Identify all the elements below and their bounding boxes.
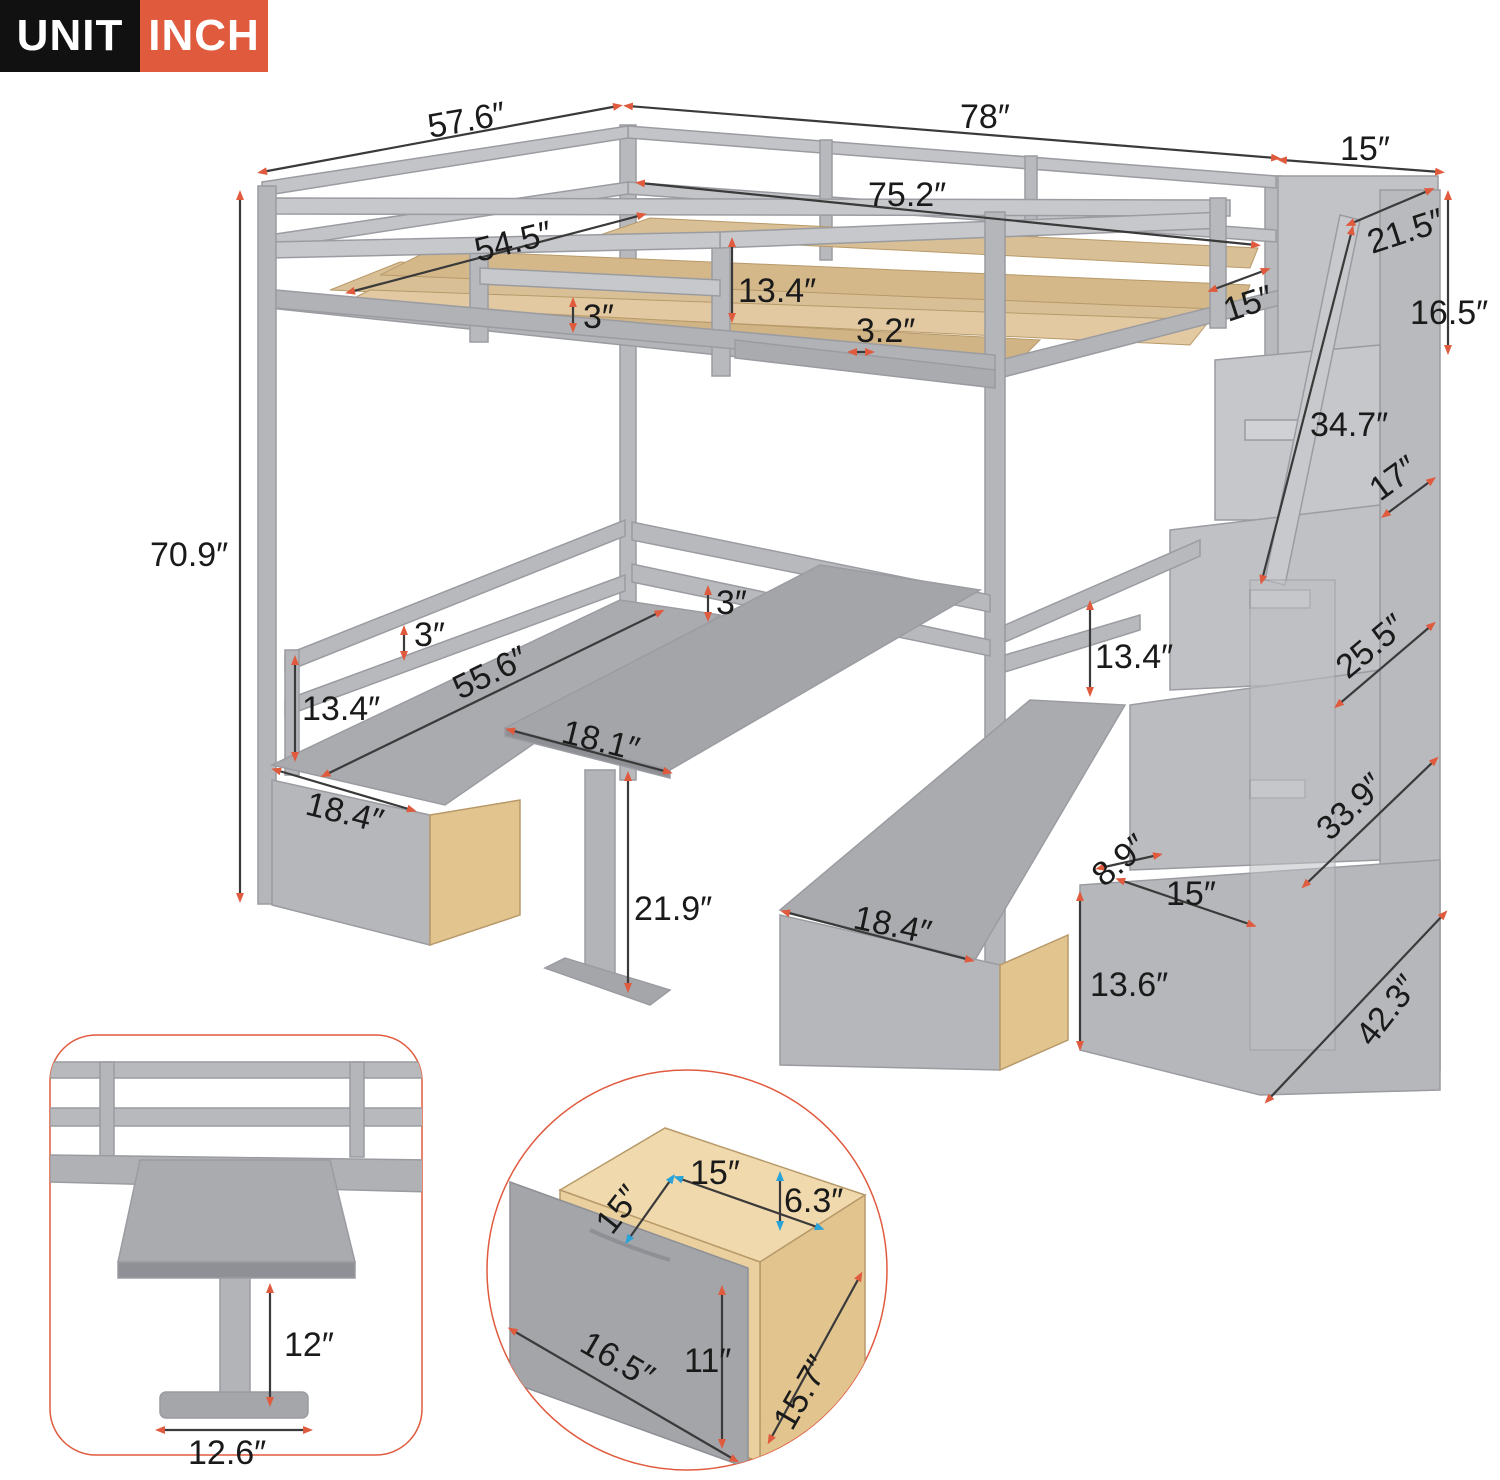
dim-inner-length: 75.2″ <box>868 176 946 214</box>
dim-lower-rail-gap-1: 3″ <box>716 584 747 622</box>
unit-badge: UNIT INCH <box>0 0 268 72</box>
dimension-arrows <box>236 102 1452 1104</box>
dim-stair-depth: 15″ <box>1340 130 1390 168</box>
front-left-post <box>257 185 277 905</box>
drawer-detail-inset: 15″ 15″ 6.3″ 11″ 16.5″ 15.7″ <box>486 1069 888 1471</box>
inset-desk-foot <box>159 1391 309 1419</box>
dim-right-rail-height: 13.4″ <box>1095 638 1173 676</box>
unit-label: UNIT <box>0 0 140 72</box>
right-drawer <box>999 933 1069 1072</box>
dim-bed-length: 78″ <box>960 98 1010 136</box>
inch-label: INCH <box>140 0 268 72</box>
back-top-rail <box>627 125 1277 189</box>
front-top-rail <box>269 197 1231 217</box>
dim-total-height: 70.9″ <box>150 536 228 574</box>
dim-bench-rail-height: 13.4″ <box>302 690 380 728</box>
dim-desk-leg-height: 12″ <box>284 1326 334 1364</box>
inset-desk-top <box>117 1159 356 1263</box>
dim-stair-bottom-width: 15″ <box>1166 875 1216 913</box>
dim-ladder-length: 34.7″ <box>1310 406 1388 444</box>
dim-bed-width: 57.6″ <box>425 95 509 146</box>
dim-guardrail-height: 13.4″ <box>738 272 816 310</box>
dim-stair-top-height: 16.5″ <box>1410 294 1488 332</box>
dim-drawer-inner-width: 15″ <box>690 1154 740 1192</box>
dim-desk-height: 21.9″ <box>634 890 712 928</box>
desk-leg <box>584 769 616 981</box>
desk-foot <box>543 957 672 1006</box>
dim-rail-gap: 3″ <box>583 298 614 336</box>
dim-stair-bottom-height: 13.6″ <box>1090 966 1168 1004</box>
dim-desk-foot-width: 12.6″ <box>188 1434 266 1472</box>
dim-drawer-height: 11″ <box>684 1342 731 1380</box>
inset-desk-leg <box>219 1277 251 1394</box>
dim-slat-gap: 3.2″ <box>856 312 915 350</box>
desk-detail-inset: 12″ 12.6″ <box>49 1034 423 1472</box>
dim-lower-rail-gap-2: 3″ <box>414 616 445 654</box>
left-drawer <box>429 799 521 947</box>
dim-drawer-inner-height: 6.3″ <box>784 1182 843 1220</box>
right-bench-seat <box>778 699 1127 961</box>
